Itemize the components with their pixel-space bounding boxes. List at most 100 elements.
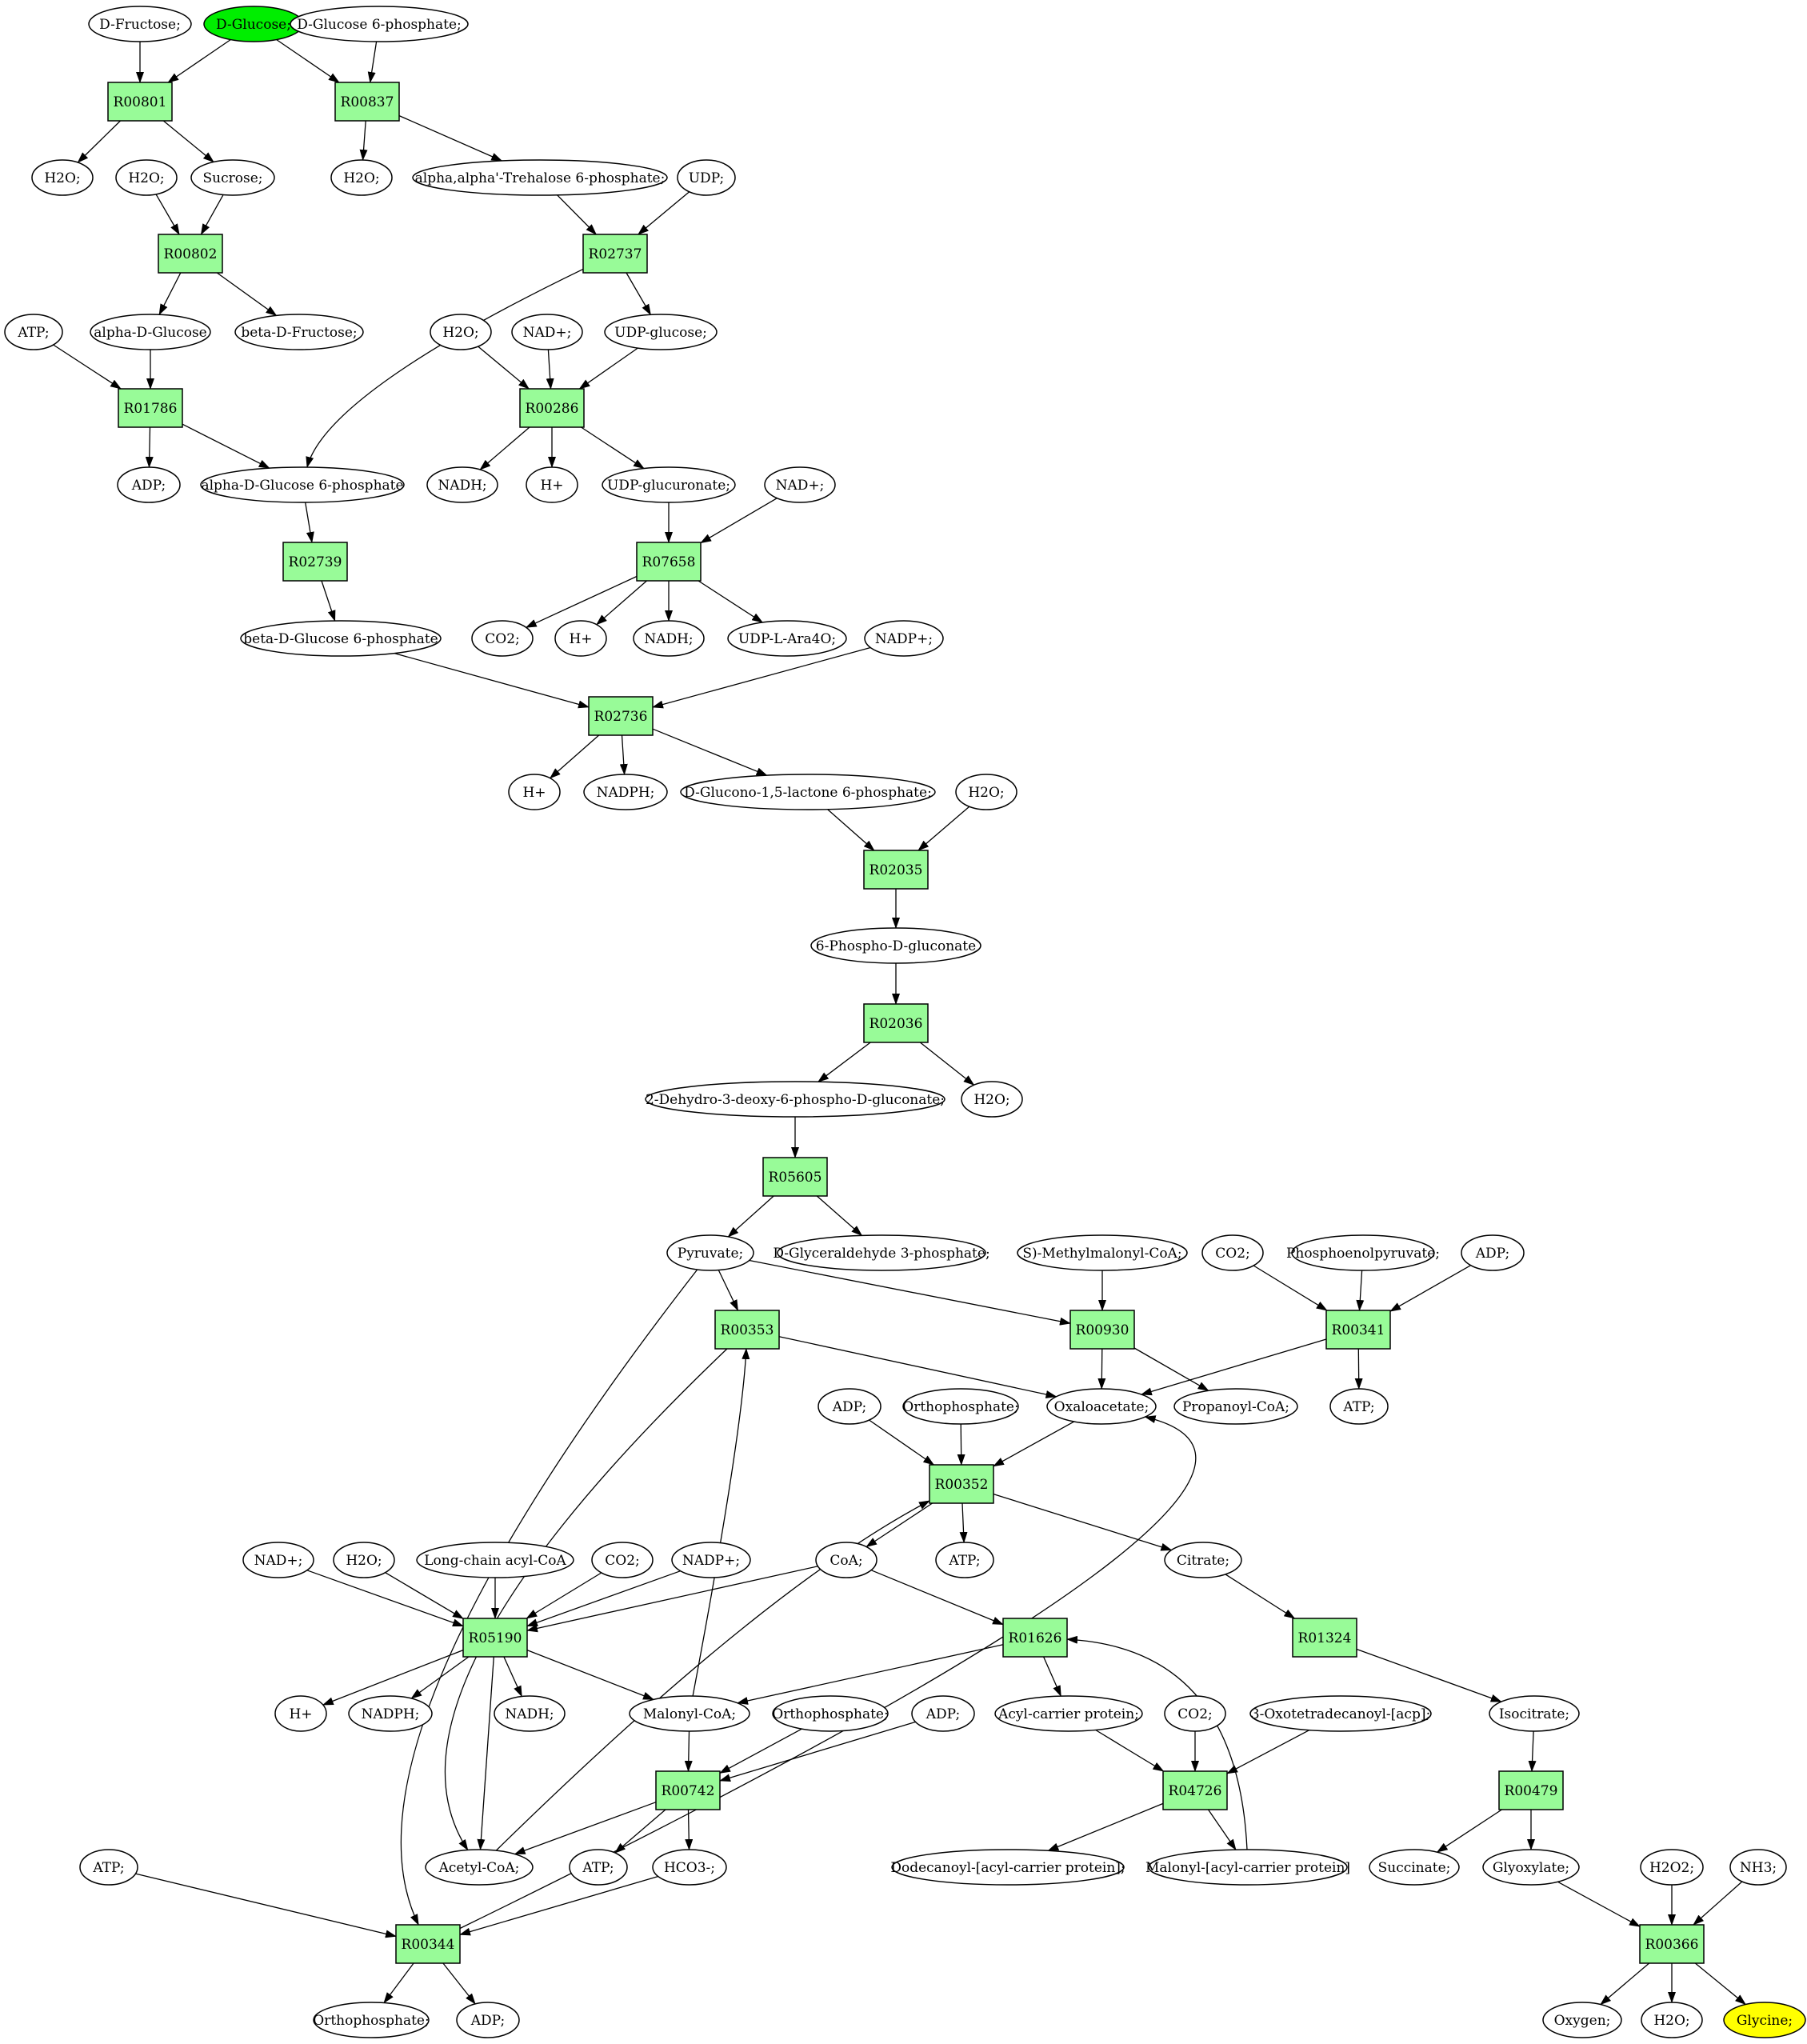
compound-node-c_atp_2[interactable]: ATP; <box>1329 1388 1389 1425</box>
compound-node-c_atp_5[interactable]: ATP; <box>569 1849 628 1886</box>
reaction-node-r_R02035[interactable]: R02035 <box>863 850 929 890</box>
compound-node-c_longchain[interactable]: Long-chain acyl-CoA <box>416 1542 574 1578</box>
reaction-node-r_R00352[interactable]: R00352 <box>929 1464 994 1504</box>
compound-node-c_nadp_2[interactable]: NADP+; <box>671 1542 751 1578</box>
reaction-node-r_R00479[interactable]: R00479 <box>1498 1770 1564 1810</box>
reaction-node-r_R00801[interactable]: R00801 <box>107 82 173 122</box>
compound-node-c_nad_1[interactable]: NAD+; <box>511 314 583 350</box>
compound-node-c_kdpg[interactable]: 2-Dehydro-3-deoxy-6-phospho-D-gluconate; <box>645 1081 945 1118</box>
compound-node-c_nad_2[interactable]: NAD+; <box>764 466 836 503</box>
compound-node-c_pyruvate[interactable]: Pyruvate; <box>666 1234 754 1271</box>
reaction-node-r_R00802[interactable]: R00802 <box>158 234 223 274</box>
compound-node-c_hplus_2[interactable]: H+ <box>554 620 607 657</box>
compound-node-c_nadp_1[interactable]: NADP+; <box>864 620 944 657</box>
compound-node-c_orthophosphate_3[interactable]: Orthophosphate; <box>313 2002 430 2038</box>
compound-node-c_betag6p[interactable]: beta-D-Glucose 6-phosphate <box>240 620 442 657</box>
compound-node-c_h2o_5[interactable]: H2O; <box>955 774 1017 810</box>
reaction-node-r_R01324[interactable]: R01324 <box>1292 1618 1357 1658</box>
compound-node-c_adp_5[interactable]: ADP; <box>456 2002 520 2038</box>
compound-node-c_hplus_1[interactable]: H+ <box>526 466 578 503</box>
compound-node-c_acetylcoa[interactable]: Acetyl-CoA; <box>425 1849 534 1886</box>
compound-node-c_atp_3[interactable]: ATP; <box>935 1542 994 1578</box>
compound-node-c_nadph_1[interactable]: NADPH; <box>583 774 668 810</box>
reaction-node-r_R01786[interactable]: R01786 <box>118 388 183 428</box>
compound-node-c_nh3[interactable]: NH3; <box>1729 1849 1787 1886</box>
compound-node-c_succinate[interactable]: Succinate; <box>1369 1849 1460 1886</box>
compound-node-c_co2_3[interactable]: CO2; <box>591 1542 654 1578</box>
compound-node-c_isocitrate[interactable]: Isocitrate; <box>1489 1695 1580 1732</box>
compound-node-c_nadh_3[interactable]: NADH; <box>494 1695 566 1732</box>
compound-node-c_pep[interactable]: Phosphoenolpyruvate; <box>1286 1234 1440 1271</box>
reaction-node-r_R00366[interactable]: R00366 <box>1639 1924 1705 1964</box>
compound-node-c_oxaloacetate[interactable]: Oxaloacetate; <box>1046 1388 1157 1425</box>
compound-node-c_dg6p_top[interactable]: D-Glucose 6-phosphate; <box>290 6 469 42</box>
compound-node-c_hplus_3[interactable]: H+ <box>508 774 561 810</box>
compound-node-c_nadh_1[interactable]: NADH; <box>426 466 498 503</box>
compound-node-c_atp_1[interactable]: ATP; <box>4 314 63 350</box>
reaction-node-r_R00930[interactable]: R00930 <box>1069 1310 1135 1350</box>
compound-node-c_coa[interactable]: CoA; <box>815 1542 878 1578</box>
compound-node-c_6pgluconate[interactable]: 6-Phospho-D-gluconate <box>810 927 981 964</box>
compound-node-c_orthophosphate_1[interactable]: Orthophosphate; <box>902 1388 1019 1425</box>
compound-node-c_dodecanoyl[interactable]: Dodecanoyl-[acyl-carrier protein]; <box>890 1849 1125 1886</box>
reaction-node-r_R02737[interactable]: R02737 <box>582 234 648 274</box>
compound-node-c_oxygen[interactable]: Oxygen; <box>1542 2002 1622 2038</box>
compound-node-c_h2o_6[interactable]: H2O; <box>961 1081 1023 1118</box>
compound-node-c_dfructose[interactable]: D-Fructose; <box>88 6 192 42</box>
compound-node-c_atp_4[interactable]: ATP; <box>79 1849 138 1886</box>
compound-node-c_co2_4[interactable]: CO2; <box>1164 1695 1226 1732</box>
compound-node-c_adp_4[interactable]: ADP; <box>911 1695 975 1732</box>
compound-node-c_smethylmalonyl[interactable]: S)-Methylmalonyl-CoA; <box>1017 1234 1188 1271</box>
compound-node-c_co2_1[interactable]: CO2; <box>471 620 534 657</box>
reaction-node-r_R05190[interactable]: R05190 <box>462 1618 528 1658</box>
reaction-node-r_R02736[interactable]: R02736 <box>588 696 654 736</box>
compound-node-c_alphag6p[interactable]: alpha-D-Glucose 6-phosphate <box>200 466 405 503</box>
compound-node-c_h2o2[interactable]: H2O2; <box>1640 1849 1704 1886</box>
compound-node-c_udp[interactable]: UDP; <box>677 159 736 196</box>
compound-node-c_udpglucuronate[interactable]: UDP-glucuronate; <box>602 466 736 503</box>
compound-node-c_glyoxylate[interactable]: Glyoxylate; <box>1482 1849 1580 1886</box>
compound-node-c_dglucono[interactable]: D-Glucono-1,5-lactone 6-phosphate; <box>680 774 936 810</box>
reaction-node-r_R00837[interactable]: R00837 <box>334 82 400 122</box>
compound-node-c_sucrose[interactable]: Sucrose; <box>190 159 275 196</box>
compound-node-c_citrate[interactable]: Citrate; <box>1164 1542 1242 1578</box>
reaction-node-r_R00353[interactable]: R00353 <box>714 1310 780 1350</box>
compound-node-c_adp_2[interactable]: ADP; <box>1461 1234 1525 1271</box>
reaction-node-r_R00286[interactable]: R00286 <box>519 388 585 428</box>
compound-node-c_nadph_2[interactable]: NADPH; <box>348 1695 433 1732</box>
reaction-node-r_R04726[interactable]: R04726 <box>1162 1770 1228 1810</box>
compound-node-c_orthophosphate_2[interactable]: Orthophosphate; <box>772 1695 889 1732</box>
compound-node-c_udpglucose[interactable]: UDP-glucose; <box>604 314 718 350</box>
compound-node-c_h2o_7[interactable]: H2O; <box>333 1542 395 1578</box>
compound-node-c_h2o_1[interactable]: H2O; <box>31 159 94 196</box>
compound-node-c_oxotetradecanoyl[interactable]: 3-Oxotetradecanoyl-[acp]; <box>1249 1695 1432 1732</box>
compound-node-c_glycine[interactable]: Glycine; <box>1723 2002 1806 2038</box>
compound-node-c_adp_3[interactable]: ADP; <box>818 1388 882 1425</box>
compound-node-c_acp[interactable]: Acyl-carrier protein; <box>994 1695 1143 1732</box>
reaction-node-r_R00742[interactable]: R00742 <box>655 1770 721 1810</box>
compound-node-c_trehalose6p[interactable]: alpha,alpha'-Trehalose 6-phosphate; <box>412 159 668 196</box>
compound-node-c_malonylcoa[interactable]: Malonyl-CoA; <box>629 1695 750 1732</box>
compound-node-c_dglucose[interactable]: D-Glucose; <box>203 6 304 42</box>
compound-node-c_hco3[interactable]: HCO3-; <box>652 1849 727 1886</box>
reaction-node-r_R01626[interactable]: R01626 <box>1002 1618 1068 1658</box>
compound-node-c_udplara4o[interactable]: UDP-L-Ara4O; <box>727 620 847 657</box>
compound-node-c_h2o_2[interactable]: H2O; <box>330 159 393 196</box>
reaction-node-r_R05605[interactable]: R05605 <box>762 1157 828 1197</box>
compound-node-c_h2o_3[interactable]: H2O; <box>115 159 178 196</box>
compound-node-c_gap[interactable]: D-Glyceraldehyde 3-phosphate; <box>773 1234 990 1271</box>
compound-node-c_alphadglucose[interactable]: alpha-D-Glucose <box>90 314 211 350</box>
compound-node-c_h2o_4[interactable]: H2O; <box>430 314 492 350</box>
compound-node-c_nadh_2[interactable]: NADH; <box>633 620 705 657</box>
compound-node-c_propanoylcoa[interactable]: Propanoyl-CoA; <box>1173 1388 1298 1425</box>
compound-node-c_adp_1[interactable]: ADP; <box>117 466 181 503</box>
compound-node-c_betadfructose[interactable]: beta-D-Fructose; <box>234 314 364 350</box>
compound-node-c_malonylacp[interactable]: Malonyl-[acyl-carrier protein] <box>1145 1849 1350 1886</box>
compound-node-c_nad_3[interactable]: NAD+; <box>242 1542 314 1578</box>
reaction-node-r_R02739[interactable]: R02739 <box>282 542 348 582</box>
reaction-node-r_R07658[interactable]: R07658 <box>636 542 702 582</box>
compound-node-c_co2_2[interactable]: CO2; <box>1201 1234 1264 1271</box>
reaction-node-r_R00344[interactable]: R00344 <box>395 1924 461 1964</box>
reaction-node-r_R00341[interactable]: R00341 <box>1325 1310 1391 1350</box>
compound-node-c_h2o_8[interactable]: H2O; <box>1641 2002 1703 2038</box>
